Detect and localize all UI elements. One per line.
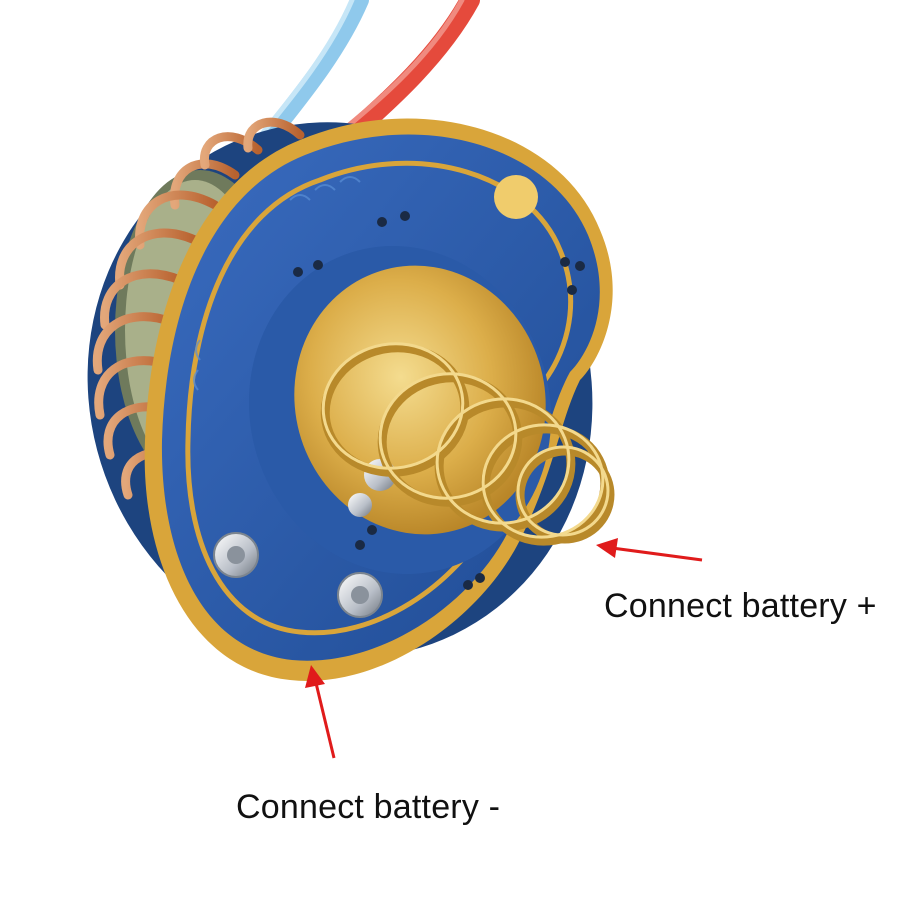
copper-coil — [92, 117, 305, 500]
battery-negative-label: Connect battery - — [236, 788, 501, 826]
mounting-hole — [494, 175, 538, 219]
arrow-negative-line — [314, 682, 336, 759]
arrow-negative-head — [305, 665, 325, 688]
vias — [293, 211, 585, 590]
battery-spring — [320, 342, 615, 546]
red-wire-highlight — [340, 0, 465, 133]
battery-positive-label: Connect battery + — [604, 587, 877, 625]
arrow-positive-line — [611, 546, 703, 562]
silkscreen-marks — [193, 176, 361, 391]
arrow-positive-head — [596, 538, 618, 558]
annotation-arrows — [305, 538, 703, 759]
